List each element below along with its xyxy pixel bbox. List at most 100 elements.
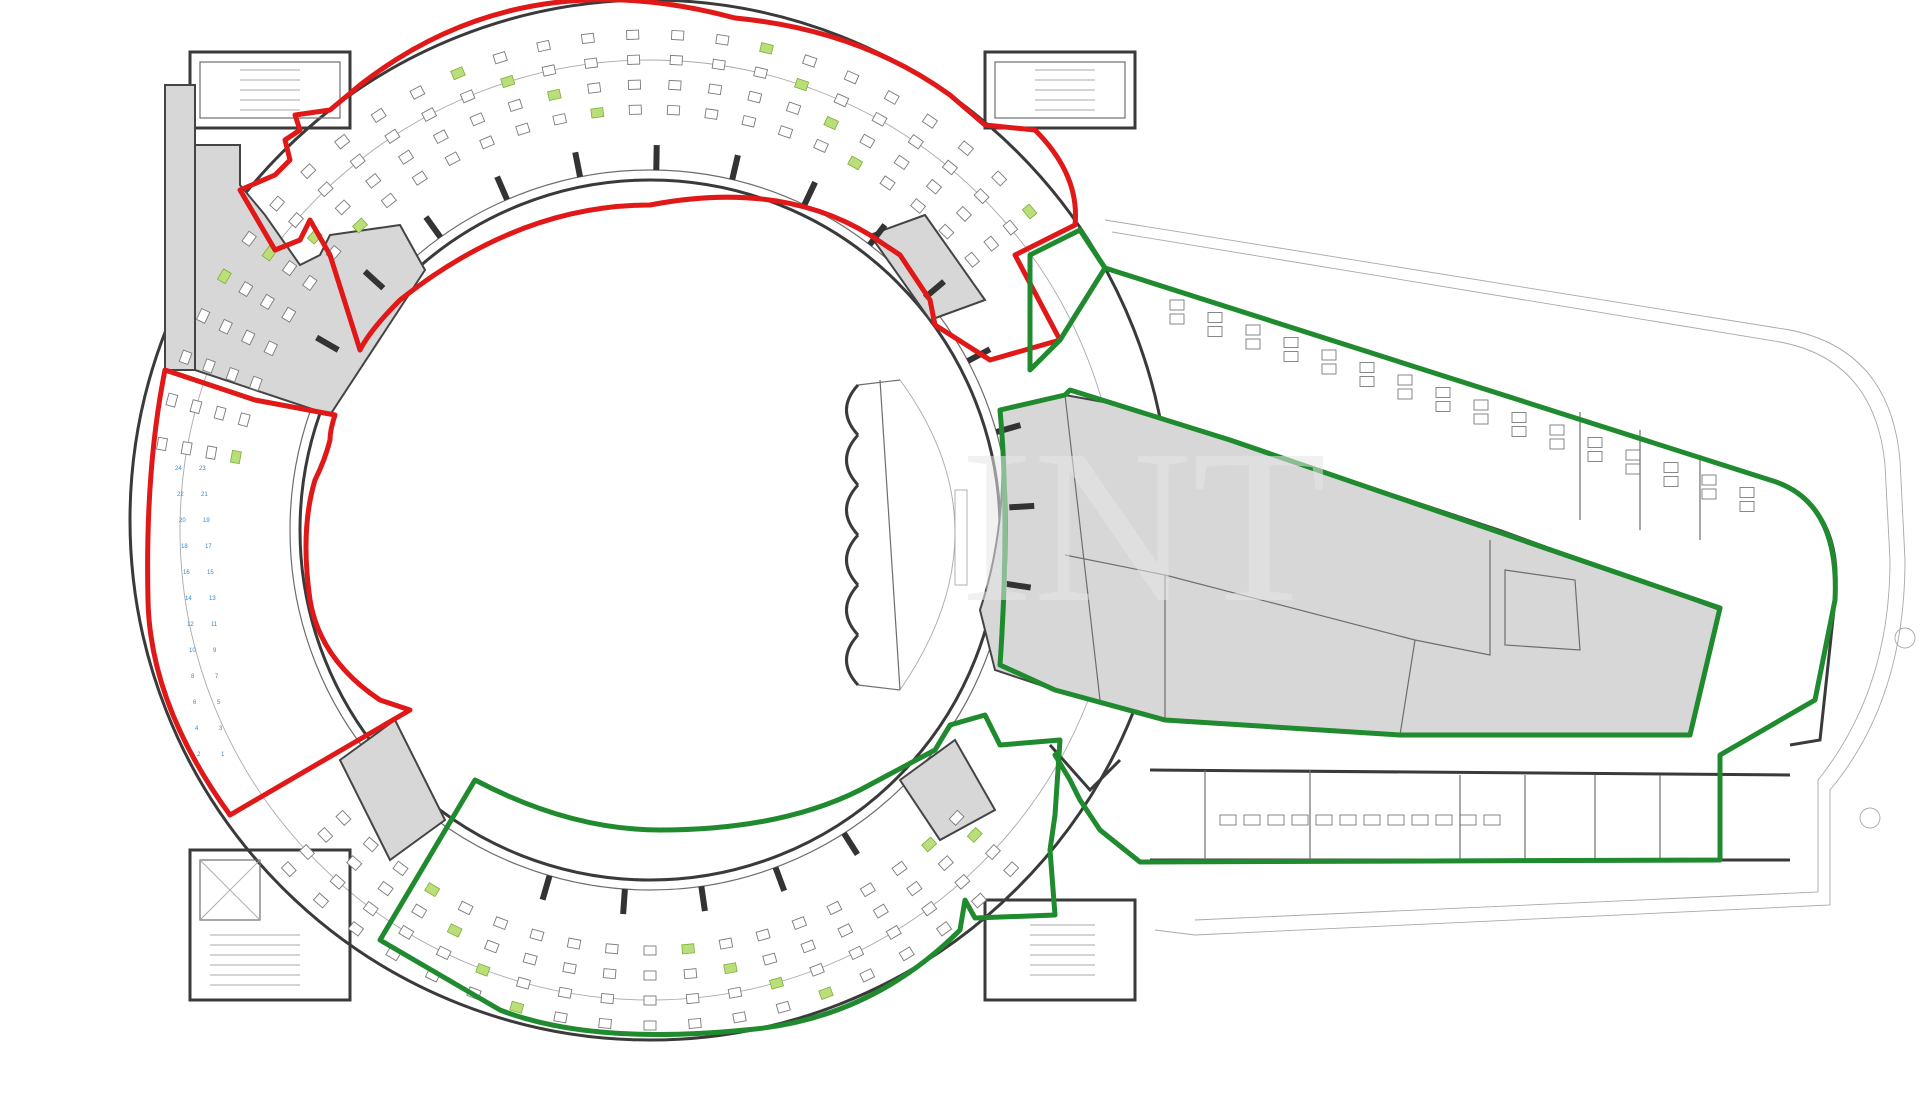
desk (424, 882, 441, 898)
desk (718, 937, 734, 950)
desk (704, 108, 719, 120)
desk (1435, 387, 1451, 398)
desk (1243, 814, 1261, 826)
desk (450, 66, 466, 81)
desk (479, 135, 495, 150)
desk (1663, 462, 1679, 473)
desk (669, 54, 683, 66)
desk (859, 133, 876, 149)
desk (909, 198, 927, 214)
desk (352, 217, 369, 234)
desk (973, 188, 990, 205)
desk (833, 93, 850, 108)
desk (843, 70, 860, 85)
desk (707, 83, 723, 96)
desk (1321, 363, 1337, 375)
desk (984, 843, 1002, 861)
desk (312, 892, 330, 909)
desk (541, 64, 557, 77)
desk (280, 861, 297, 878)
column (1009, 502, 1035, 511)
desk (317, 826, 334, 844)
desk (885, 924, 902, 941)
desk (562, 962, 577, 975)
desk (380, 192, 397, 209)
desk-number: 24 (175, 466, 182, 472)
desk (165, 392, 179, 408)
desk (1359, 376, 1375, 387)
column (362, 269, 386, 291)
desk (777, 125, 794, 139)
desk (685, 993, 700, 1005)
zone-outlines-red (145, 0, 1078, 818)
desk (1625, 463, 1641, 475)
desk (1739, 487, 1755, 498)
desk (469, 112, 486, 127)
desk (1397, 374, 1413, 386)
desk (317, 181, 334, 198)
desk (263, 340, 279, 357)
desk (566, 937, 582, 950)
desk (432, 129, 449, 145)
desk (334, 133, 351, 150)
desk (964, 251, 981, 268)
desk (397, 149, 415, 165)
desk (785, 101, 802, 116)
desk (1739, 501, 1755, 512)
desk (225, 366, 240, 383)
stair-tower-se (983, 898, 1137, 1002)
desk (1587, 437, 1603, 448)
desk (248, 375, 263, 392)
stair-tower-sw (188, 848, 352, 1002)
desk (1283, 351, 1299, 362)
desk (1663, 476, 1679, 487)
desk (732, 1011, 747, 1024)
desk (879, 175, 896, 191)
desk (666, 104, 681, 116)
column (423, 215, 443, 240)
desk (411, 170, 428, 186)
desk (180, 441, 193, 456)
desk (1473, 413, 1489, 425)
column (315, 334, 340, 353)
desk (329, 873, 346, 890)
desk (800, 939, 816, 954)
desk (937, 855, 954, 872)
desk (189, 399, 203, 415)
desk (813, 138, 829, 153)
desk (1483, 814, 1501, 826)
desk (670, 29, 685, 41)
desk-number: 11 (211, 622, 218, 628)
desk-number: 13 (209, 596, 216, 602)
desk (1245, 324, 1261, 336)
desk-number: 6 (193, 700, 197, 706)
column (494, 175, 510, 201)
desk (941, 159, 959, 176)
desk (759, 42, 774, 55)
column (729, 154, 741, 181)
desk (298, 843, 316, 861)
desk-number: 4 (195, 726, 199, 732)
desk (925, 178, 943, 195)
desk (300, 163, 317, 180)
stair-tower-ne (983, 50, 1137, 130)
desk (741, 114, 757, 128)
desk (893, 154, 910, 171)
desk (384, 128, 401, 144)
desk (553, 1011, 568, 1024)
desk (237, 412, 251, 428)
desk-number: 2 (197, 752, 201, 758)
desk (288, 211, 304, 229)
desk (1473, 399, 1489, 411)
desk (921, 836, 938, 853)
desk (1003, 861, 1020, 878)
desk (681, 943, 695, 955)
desk (446, 923, 463, 938)
desk (522, 952, 538, 966)
desk-number: 1 (221, 752, 225, 758)
desk (668, 79, 682, 91)
desk (392, 860, 409, 877)
desk (898, 946, 915, 962)
desk (755, 928, 771, 942)
